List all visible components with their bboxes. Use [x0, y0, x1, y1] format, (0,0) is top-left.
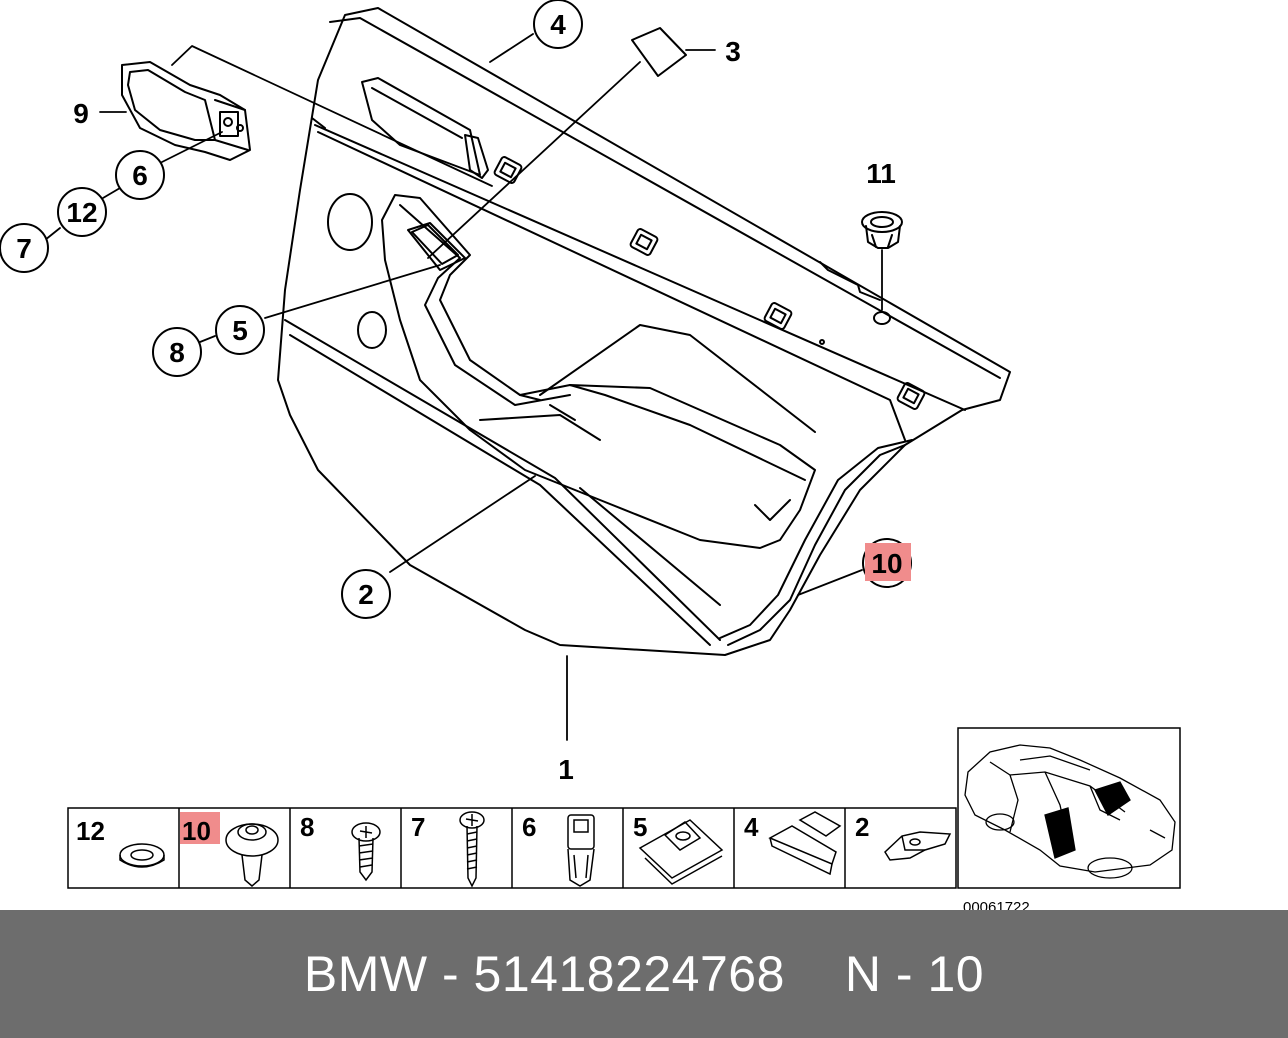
bracket-icon [884, 831, 952, 861]
callout-1: 1 [558, 754, 574, 785]
strip-label-4: 4 [744, 812, 759, 842]
parts-diagram: 4 3 9 6 12 7 11 5 8 [0, 0, 1181, 910]
strip-label-5: 5 [633, 812, 647, 842]
callout-3: 3 [725, 36, 741, 67]
svg-text:4: 4 [550, 9, 566, 40]
image-number: 00061722 [963, 899, 1030, 910]
washer-icon [119, 843, 165, 868]
mounting-hole [873, 311, 891, 325]
leader-2 [389, 475, 536, 573]
callout-12: 12 [57, 187, 107, 237]
svg-text:1: 1 [558, 754, 574, 785]
leader-9b [171, 45, 493, 187]
expanding-rivet-icon [225, 823, 279, 887]
callout-11: 11 [866, 158, 896, 189]
callout-7: 7 [0, 223, 49, 273]
clip-nut-icon [638, 819, 724, 885]
leader-10 [797, 569, 863, 596]
svg-text:2: 2 [358, 579, 374, 610]
svg-text:8: 8 [169, 337, 185, 368]
svg-text:7: 7 [16, 233, 32, 264]
screw-long-icon [459, 811, 485, 888]
strip-label-7: 7 [411, 812, 425, 842]
svg-text:3: 3 [725, 36, 741, 67]
strip-label-6: 6 [522, 812, 536, 842]
leader-8-5 [199, 335, 216, 343]
leader-5 [264, 264, 441, 319]
callout-6: 6 [115, 150, 165, 200]
svg-text:11: 11 [866, 158, 896, 189]
callout-8: 8 [152, 327, 202, 377]
svg-text:9: 9 [73, 98, 89, 129]
expanding-nut-icon [567, 814, 595, 887]
strip-highlight-10 [180, 812, 220, 844]
leader-3b [427, 61, 641, 259]
svg-text:6: 6 [132, 160, 148, 191]
strip-label-10: 10 [182, 816, 211, 846]
callout-9: 9 [73, 98, 89, 129]
footer-bar: BMW - 51418224768 N - 10 [0, 910, 1288, 1038]
strip-label-12: 12 [76, 816, 105, 846]
parts-strip [67, 807, 957, 889]
svg-text:12: 12 [66, 197, 97, 228]
strip-label-8: 8 [300, 812, 314, 842]
callout-2: 2 [341, 569, 391, 619]
footer-part-number: BMW - 51418224768 [303, 946, 785, 1002]
leader-4 [489, 33, 534, 63]
door-trim-panel [277, 7, 1011, 656]
callout-4: 4 [533, 0, 583, 49]
cover-cap-part [631, 27, 687, 77]
car-thumbnail [957, 727, 1181, 889]
svg-text:10: 10 [871, 548, 902, 579]
callout-10-highlighted: 10 [862, 538, 912, 588]
leader-12-6 [102, 187, 121, 199]
leader-7-12 [44, 227, 61, 241]
footer-position: N - 10 [844, 946, 985, 1002]
screw-short-icon [351, 822, 381, 882]
strip-label-2: 2 [855, 812, 869, 842]
callout-5: 5 [215, 305, 265, 355]
svg-text:5: 5 [232, 315, 248, 346]
cover-strip-icon [768, 811, 842, 876]
grab-handle-part [121, 61, 251, 161]
leader-6 [159, 131, 223, 164]
plastic-nut-part [861, 211, 903, 249]
